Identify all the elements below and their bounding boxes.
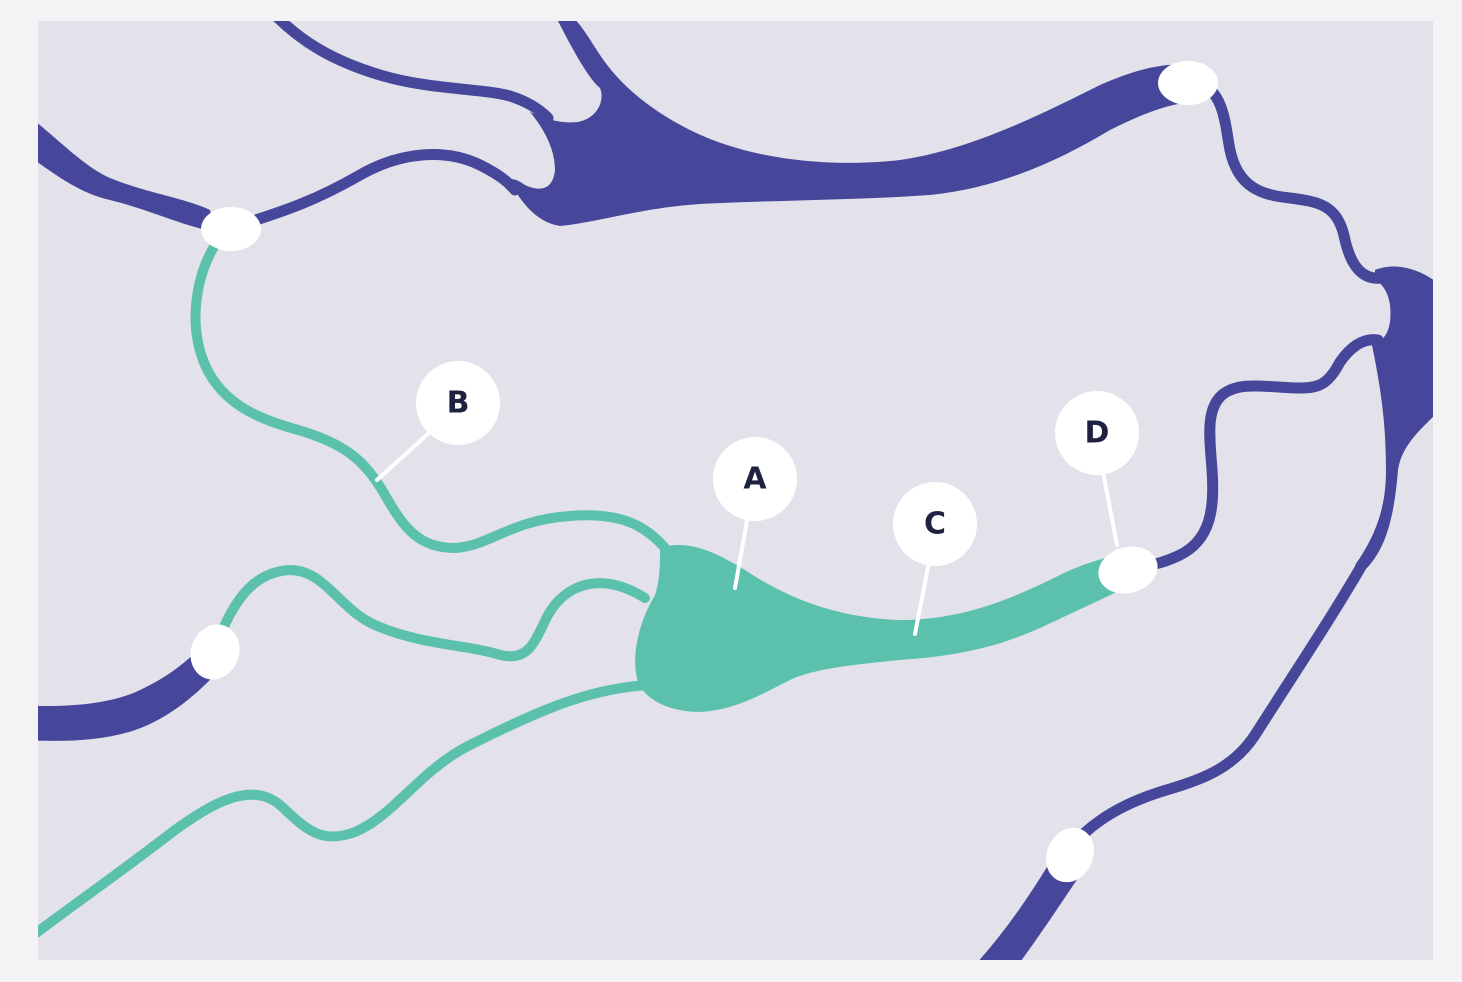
purple-axon-lower-right xyxy=(1062,559,1368,856)
purple-axon-to-d xyxy=(1134,334,1384,572)
pointer-line-b xyxy=(375,430,432,482)
green-dendrite-left xyxy=(210,564,650,662)
pointer-line-d xyxy=(1101,470,1119,547)
synapse-d xyxy=(1098,546,1158,594)
label-b: B xyxy=(416,361,500,445)
synapse-bottom-right xyxy=(1046,827,1094,883)
label-pointers xyxy=(375,430,1119,636)
purple-dendrite-top-left xyxy=(273,21,554,124)
synapse-top-right xyxy=(1158,61,1218,105)
label-d-circle xyxy=(1055,391,1139,475)
purple-trunk-bottom xyxy=(979,862,1078,960)
pointer-line-c xyxy=(913,560,931,636)
label-a-text: A xyxy=(743,462,767,497)
other-neurons xyxy=(38,21,1433,960)
label-b-text: B xyxy=(447,386,470,421)
green-cell-body-and-axon xyxy=(635,545,1125,712)
synapse-left-middle xyxy=(190,624,240,680)
purple-axon-right-winding xyxy=(1194,76,1388,284)
purple-axon-left-upper xyxy=(38,123,215,232)
label-c-text: C xyxy=(924,507,946,542)
purple-cell-body xyxy=(510,21,1190,226)
purple-axon-right-edge xyxy=(1355,266,1433,570)
pointer-line-a xyxy=(733,513,750,590)
purple-axon-bottom-left xyxy=(38,648,218,741)
label-d: D xyxy=(1055,391,1139,475)
label-c-circle xyxy=(893,482,977,566)
green-dendrite-bottom-left xyxy=(38,680,655,938)
label-a: A xyxy=(713,437,797,521)
purple-dendrite-left-loop xyxy=(224,149,521,234)
label-a-circle xyxy=(713,437,797,521)
synapses xyxy=(190,61,1218,883)
synapse-top-left xyxy=(201,207,261,251)
green-dendrite-b xyxy=(190,235,670,554)
label-b-circle xyxy=(416,361,500,445)
highlighted-neuron xyxy=(38,235,1125,938)
label-c: C xyxy=(893,482,977,566)
label-d-text: D xyxy=(1085,416,1110,451)
